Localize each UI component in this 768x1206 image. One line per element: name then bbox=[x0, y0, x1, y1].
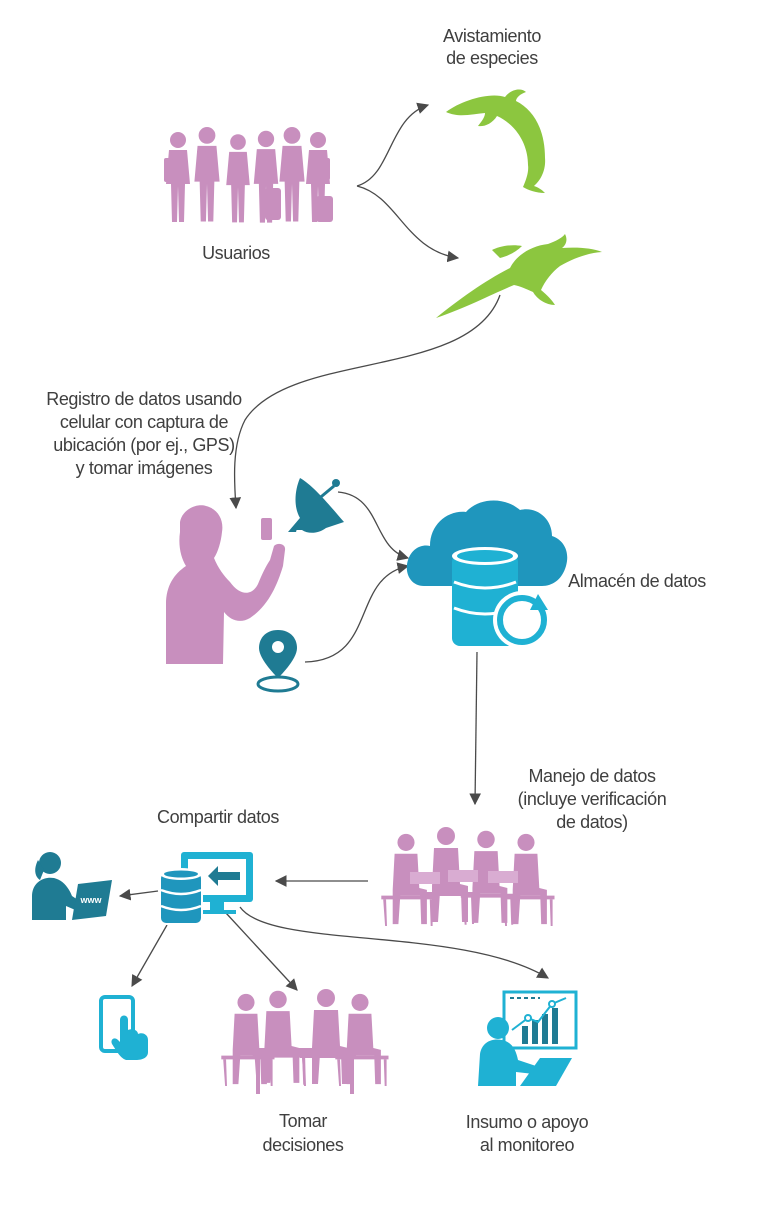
register-label-line-1: Registro de datos usando bbox=[46, 389, 242, 409]
arrow-share-to-online-user bbox=[118, 888, 159, 901]
database-computer-icon bbox=[159, 852, 253, 925]
team-meeting-icon bbox=[381, 827, 555, 926]
register-label-line-2: celular con captura de bbox=[60, 412, 229, 432]
arrow-satellite-to-cloud bbox=[337, 491, 410, 561]
satellite-dish-icon bbox=[288, 478, 344, 533]
tablet-touch-icon bbox=[99, 995, 148, 1060]
woman-at-laptop-icon: www bbox=[32, 852, 112, 920]
arrow-pin-to-cloud bbox=[304, 562, 410, 663]
www-badge: www bbox=[79, 895, 102, 905]
arrow-bird-to-person bbox=[229, 294, 501, 510]
cloud-database-icon bbox=[406, 500, 568, 649]
decisions-label-line-2: decisiones bbox=[262, 1135, 343, 1155]
decisions-label-line-1: Tomar bbox=[279, 1111, 327, 1131]
management-label-line-3: de datos) bbox=[556, 812, 627, 832]
management-label-line-1: Manejo de datos bbox=[528, 766, 655, 786]
share-label: Compartir datos bbox=[157, 807, 279, 827]
monitoring-label-line-1: Insumo o apoyo bbox=[466, 1112, 589, 1132]
arrow-storage-to-management bbox=[469, 651, 481, 806]
arrow-share-to-decisions bbox=[225, 912, 298, 991]
decision-meeting-icon bbox=[221, 989, 389, 1094]
bird-icon bbox=[436, 234, 602, 318]
register-label-line-4: y tomar imágenes bbox=[76, 458, 213, 478]
group-of-hikers-icon bbox=[164, 127, 333, 223]
dolphin-icon bbox=[446, 89, 546, 193]
analyst-chart-icon bbox=[478, 990, 578, 1086]
connectors bbox=[118, 102, 550, 991]
species-label-line-2: de especies bbox=[446, 48, 538, 68]
arrow-users-to-bird bbox=[356, 185, 460, 263]
register-label-line-3: ubicación (por ej., GPS) bbox=[53, 435, 234, 455]
monitoring-label-line-2: al monitoreo bbox=[480, 1135, 575, 1155]
arrow-share-to-monitoring bbox=[239, 906, 550, 979]
person-with-phone-icon bbox=[166, 505, 286, 664]
arrow-share-to-tablet bbox=[131, 924, 168, 988]
storage-label: Almacén de datos bbox=[568, 571, 706, 591]
management-label-line-2: (incluye verificación bbox=[518, 789, 667, 809]
users-label: Usuarios bbox=[202, 243, 270, 263]
location-pin-icon bbox=[256, 630, 300, 693]
species-label-line-1: Avistamiento bbox=[443, 26, 541, 46]
arrow-users-to-dolphin bbox=[356, 102, 430, 187]
